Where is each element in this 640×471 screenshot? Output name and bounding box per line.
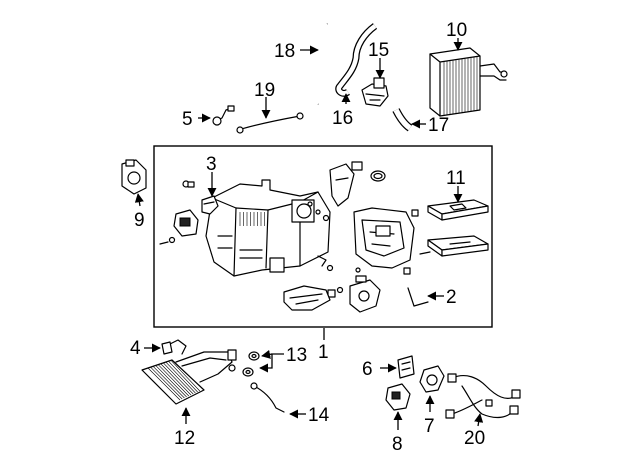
callout-10: 10 [446, 20, 467, 41]
callout-19: 19 [254, 80, 275, 101]
fin-line [155, 365, 187, 398]
mode-motor [173, 209, 199, 237]
fin-line [150, 366, 183, 400]
callout-20: 20 [464, 428, 485, 449]
fin-line [163, 362, 194, 395]
leader-lines [134, 38, 484, 430]
callout-3: 3 [206, 154, 217, 175]
callout-14: 14 [308, 405, 330, 426]
duct-lower [283, 285, 331, 311]
part-5-sensor [212, 105, 235, 126]
filter-lower [427, 235, 489, 257]
fin-line [168, 361, 198, 393]
callout-11: 11 [446, 168, 466, 189]
fin-line [171, 360, 201, 392]
part-15-valve [361, 77, 389, 107]
fin-line [152, 366, 185, 399]
callout-12: 12 [174, 428, 195, 449]
fin-line [147, 367, 181, 401]
part-11-filter [427, 199, 489, 221]
bracket-lower [349, 275, 381, 313]
part-10-evaporator [429, 47, 508, 117]
callout-7: 7 [424, 416, 435, 437]
part-1-heater-housing [205, 179, 331, 277]
part-8-motor [385, 383, 411, 411]
callout-5: 5 [182, 109, 193, 130]
callout-15: 15 [368, 40, 389, 61]
fin-line [160, 363, 192, 396]
callout-labels: 1 2 3 4 5 6 7 8 9 10 11 12 13 14 15 16 1… [130, 20, 485, 455]
part-20-harness [445, 373, 521, 419]
part-12-heater-core [141, 349, 237, 405]
callout-9: 9 [134, 210, 145, 231]
callout-18: 18 [274, 41, 295, 62]
callout-16: 16 [332, 108, 353, 129]
part-13-grommets [242, 351, 260, 377]
part-7-motor [419, 365, 445, 393]
part-6-resistor [397, 355, 415, 379]
part-case-right [353, 207, 415, 269]
part-9-motor [121, 159, 147, 195]
part-17-hose [392, 108, 413, 132]
small-fasteners [159, 180, 431, 298]
part-14-rod [250, 382, 285, 413]
callout-2: 2 [446, 287, 457, 308]
part-16-hose [335, 23, 378, 97]
duct-upper [329, 161, 386, 207]
callout-1: 1 [318, 342, 329, 363]
part-19-rod [236, 112, 304, 134]
part-2-pipe [407, 287, 429, 307]
part-4-sensor [161, 339, 187, 355]
callout-6: 6 [362, 359, 373, 380]
fin-line [158, 364, 190, 397]
callout-8: 8 [392, 434, 403, 455]
part-18-hose [308, 22, 329, 106]
callout-4: 4 [130, 338, 141, 359]
assembly-frame [153, 145, 493, 328]
fin-line [165, 362, 196, 394]
callout-17: 17 [428, 115, 449, 136]
callout-13: 13 [286, 345, 307, 366]
